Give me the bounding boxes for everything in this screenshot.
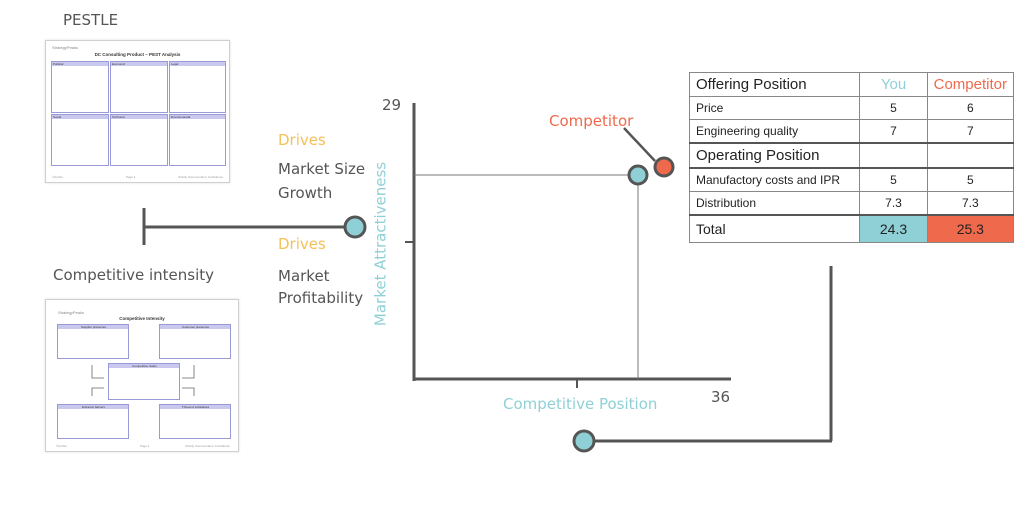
operating-position-header: Operating Position	[688, 142, 861, 169]
cell-header: Customer pressures	[160, 325, 230, 329]
pestle-doc-title: DC Consulting Product – PEST Analysis	[94, 52, 181, 57]
row-label: Distribution	[688, 191, 861, 216]
x-axis-max: 36	[711, 388, 731, 406]
competitive-cell: Competitive rivalry	[108, 363, 180, 400]
pestle-doc-brand: StrategyPeaks	[52, 45, 79, 50]
pestle-cell: Economic	[110, 61, 168, 113]
pestle-cell: Social	[51, 114, 109, 166]
competitive-footer-mid: Page 1	[140, 444, 150, 448]
drives-label-1: Drives	[278, 131, 326, 149]
pestle-thumbnail[interactable]: StrategyPeaks DC Consulting Product – PE…	[45, 40, 230, 183]
competitive-cell: Customer pressures	[159, 324, 231, 359]
table-row: Price 5 6	[688, 96, 1015, 120]
cell-header: Political	[52, 62, 108, 66]
row-label: Manufactory costs and IPR	[688, 167, 861, 192]
competitive-doc-brand: StrategyPeaks	[58, 310, 85, 315]
competitive-footer-right: Strictly Commercial in Confidence	[184, 444, 230, 448]
left-connector-node	[343, 215, 367, 239]
driver-market-size: Market Size Growth	[278, 157, 365, 205]
cell-header: Competitive rivalry	[109, 364, 179, 368]
row-you-value: 7.3	[859, 191, 928, 216]
competitor-leader-line	[623, 127, 656, 162]
driver-1-line2: Growth	[278, 184, 333, 202]
cell-header: Threat of substitutes	[160, 405, 230, 409]
competitive-cell: Entrance barriers	[57, 404, 129, 439]
pestle-cell: Legal	[169, 61, 226, 113]
operating-section-row: Operating Position	[688, 142, 1015, 169]
you-column-header: You	[859, 72, 928, 97]
driver-1-line1: Market Size	[278, 160, 366, 178]
competitive-doc-title: Competitive Intensity	[119, 316, 165, 321]
cell-header: Economic	[111, 62, 167, 66]
empty-cell	[926, 142, 1015, 169]
cell-header: Environmental	[170, 115, 225, 119]
row-competitor-value: 6	[926, 96, 1015, 120]
pestle-footer-left: ©Author	[52, 175, 64, 179]
table-header-row: Offering Position You Competitor	[688, 72, 1015, 97]
cell-header: Legal	[170, 62, 225, 66]
competitive-footer-left: ©Author	[56, 444, 68, 448]
competitive-cell: Threat of substitutes	[159, 404, 231, 439]
row-you-value: 7	[859, 119, 928, 144]
x-axis-label: Competitive Position	[503, 395, 658, 413]
pestle-cell: Environmental	[169, 114, 226, 166]
pestle-cell: Technical	[110, 114, 168, 166]
competitive-cell: Supplier pressures	[57, 324, 129, 359]
cell-header: Entrance barriers	[58, 405, 128, 409]
you-point	[627, 164, 649, 186]
row-competitor-value: 7	[926, 119, 1015, 144]
right-connector-node	[572, 429, 596, 453]
total-label: Total	[688, 214, 861, 243]
competitive-thumbnail[interactable]: StrategyPeaks Competitive Intensity Supp…	[45, 299, 239, 452]
drives-label-2: Drives	[278, 235, 326, 253]
position-table: Offering Position You Competitor Price 5…	[688, 72, 1015, 243]
driver-2-line1: Market	[278, 267, 330, 285]
driver-market-profitability: Market Profitability	[278, 265, 363, 309]
competitive-title: Competitive intensity	[53, 266, 215, 284]
table-row: Engineering quality 7 7	[688, 119, 1015, 144]
competitor-column-header: Competitor	[926, 72, 1015, 97]
table-row: Manufactory costs and IPR 5 5	[688, 167, 1015, 192]
total-row: Total 24.3 25.3	[688, 214, 1015, 243]
y-axis-max: 29	[382, 96, 402, 114]
table-row: Distribution 7.3 7.3	[688, 191, 1015, 216]
cell-header: Social	[52, 115, 108, 119]
competitor-label: Competitor	[549, 112, 634, 130]
cell-header: Supplier pressures	[58, 325, 128, 329]
row-you-value: 5	[859, 96, 928, 120]
pestle-footer-right: Strictly Commercial in Confidence	[177, 175, 223, 179]
offering-position-header: Offering Position	[688, 72, 861, 97]
pestle-footer-mid: Page 1	[126, 175, 136, 179]
cell-header: Technical	[111, 115, 167, 119]
y-axis-label: Market Attractiveness	[371, 161, 390, 327]
empty-cell	[859, 142, 928, 169]
pestle-title: PESTLE	[63, 11, 119, 29]
total-competitor-value: 25.3	[926, 214, 1015, 243]
row-label: Engineering quality	[688, 119, 861, 144]
row-competitor-value: 7.3	[926, 191, 1015, 216]
competitive-arrows	[91, 365, 195, 396]
row-competitor-value: 5	[926, 167, 1015, 192]
row-you-value: 5	[859, 167, 928, 192]
total-you-value: 24.3	[859, 214, 928, 243]
driver-2-line2: Profitability	[278, 289, 364, 307]
competitor-point	[653, 156, 675, 178]
pestle-cell: Political	[51, 61, 109, 113]
row-label: Price	[688, 96, 861, 120]
